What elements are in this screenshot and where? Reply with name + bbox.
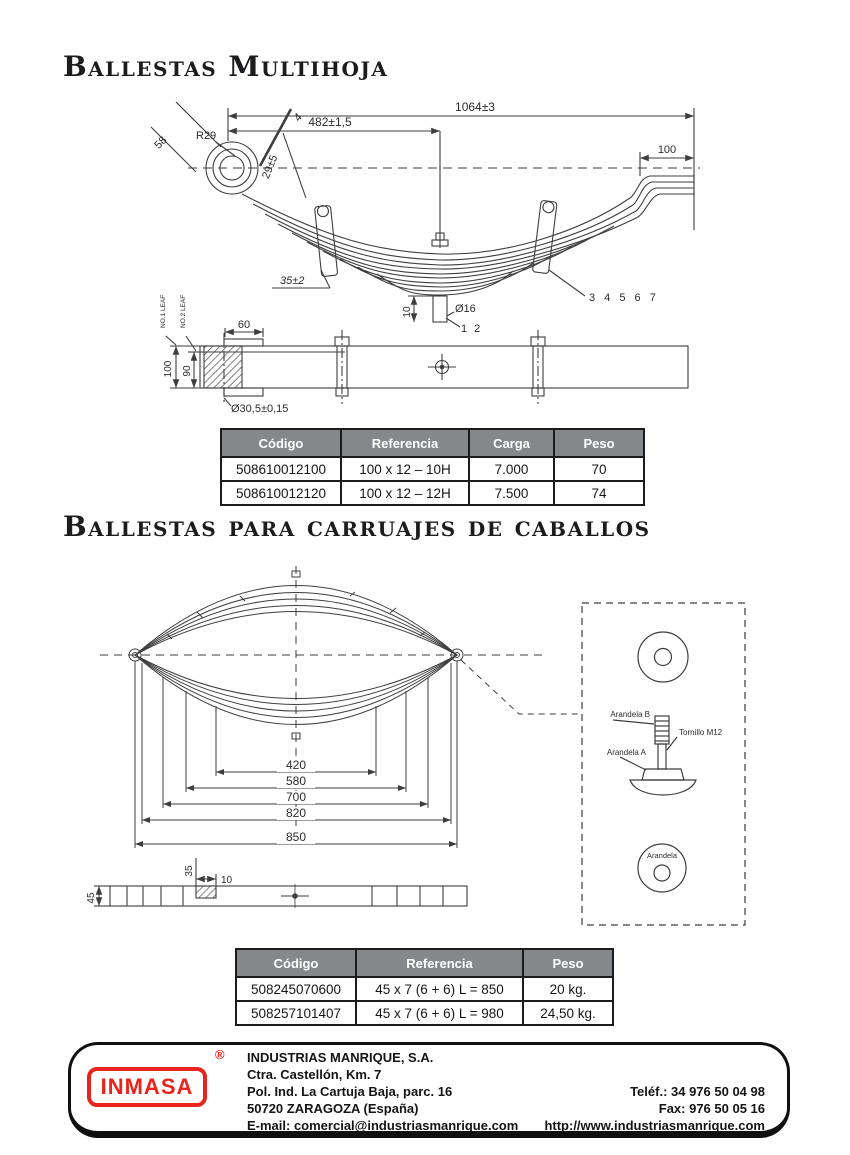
col-header: Código <box>235 948 357 978</box>
section1-title: Ballestas Multihoja <box>63 50 389 83</box>
cell: 508245070600 <box>235 976 357 1002</box>
dim-10: 10 <box>221 875 233 886</box>
label-washer-b: Arandela B <box>610 710 650 719</box>
side-view-leaf-spring <box>150 101 700 328</box>
footer: INMASA ® INDUSTRIAS MANRIQUE, S.A. Ctra.… <box>68 1042 790 1138</box>
dimension-labels: 420 580 700 820 850 Arandela B Tornillo … <box>86 710 723 904</box>
dim-h90: 90 <box>182 365 193 377</box>
plan-clamp-bolt <box>530 330 546 404</box>
dim-clamp-35: 35±2 <box>280 275 304 287</box>
company-name: INDUSTRIAS MANRIQUE, S.A. <box>247 1050 434 1065</box>
cell: 508610012100 <box>220 456 342 482</box>
cell: 7.000 <box>468 456 555 482</box>
col-header: Carga <box>468 428 555 458</box>
cell: 7.500 <box>468 480 555 506</box>
dim-60: 60 <box>238 319 250 331</box>
carriage-spring-drawing: 420 580 700 820 850 Arandela B Tornillo … <box>86 566 746 926</box>
dim-half: 482±1,5 <box>308 115 352 129</box>
table-row: 508610012120 100 x 12 – 12H 7.500 74 <box>220 480 645 506</box>
dim-dia16: Ø16 <box>455 303 476 315</box>
dim-h100: 100 <box>163 360 174 377</box>
dim-dia305: Ø30,5±0,15 <box>231 403 288 415</box>
dim-29: 29±5 <box>260 153 280 180</box>
dim-58: 58 <box>152 134 169 151</box>
dim-580: 580 <box>286 774 306 788</box>
dim-r29: R29 <box>196 130 216 142</box>
dimension-labels: 1064±3 482±1,5 R29 58 4 29±5 100 35±2 3 … <box>152 100 676 415</box>
plan-clamp-bolt <box>334 330 350 404</box>
table-row: 508610012100 100 x 12 – 10H 7.000 70 <box>220 456 645 482</box>
cell: 45 x 7 (6 + 6) L = 850 <box>355 976 524 1002</box>
cell: 70 <box>553 456 645 482</box>
fastener-detail-box <box>581 602 746 926</box>
label-washer-a: Arandela A <box>607 748 647 757</box>
dim-700: 700 <box>286 790 306 804</box>
inmasa-logo: INMASA <box>87 1067 207 1107</box>
col-header: Peso <box>553 428 645 458</box>
dim-10: 10 <box>402 306 413 318</box>
cell: 24,50 kg. <box>522 1000 614 1026</box>
registered-trademark-icon: ® <box>215 1047 225 1062</box>
label-leaf2: NO.2 LEAF <box>180 295 187 328</box>
leaf-numbers-12: 1 2 <box>461 323 482 335</box>
spec-table-multihoja: Código Referencia Carga Peso 50861001210… <box>220 428 645 506</box>
col-header: Peso <box>522 948 614 978</box>
col-header: Código <box>220 428 342 458</box>
table-row: 508245070600 45 x 7 (6 + 6) L = 850 20 k… <box>235 976 614 1002</box>
address-line: 50720 ZARAGOZA (España) <box>247 1101 419 1116</box>
section2-title: Ballestas para carruajes de caballos <box>63 510 651 543</box>
left-clamp <box>314 205 338 277</box>
cell: 20 kg. <box>522 976 614 1002</box>
dim-35: 35 <box>184 865 195 877</box>
right-clamp <box>532 200 558 274</box>
table-row: 508257101407 45 x 7 (6 + 6) L = 980 24,5… <box>235 1000 614 1026</box>
dim-4: 4 <box>292 112 305 124</box>
plan-view-leaf-spring <box>165 328 689 407</box>
dim-850: 850 <box>286 830 306 844</box>
cell: 74 <box>553 480 645 506</box>
multihoja-spring-drawing: 1064±3 482±1,5 R29 58 4 29±5 100 35±2 3 … <box>150 100 700 415</box>
dim-end-100: 100 <box>658 144 676 156</box>
dim-45: 45 <box>86 892 97 904</box>
label-washer: Arandela <box>647 851 678 860</box>
email-line: E-mail: comercial@industriasmanrique.com <box>247 1118 519 1133</box>
fax-line: Fax: 976 50 05 16 <box>658 1101 765 1116</box>
website-line: http://www.industriasmanrique.com <box>544 1118 765 1133</box>
cell: 508257101407 <box>235 1000 357 1026</box>
dim-820: 820 <box>286 806 306 820</box>
leaf-numbers: 3 4 5 6 7 <box>589 292 659 304</box>
dim-420: 420 <box>286 758 306 772</box>
phone-line: Teléf.: 34 976 50 04 98 <box>630 1084 765 1099</box>
carriage-spring-side-view <box>94 858 468 908</box>
carriage-bolt <box>629 715 697 796</box>
col-header: Referencia <box>340 428 470 458</box>
label-bolt-m12: Tornillo M12 <box>679 728 723 737</box>
spec-table-carriage: Código Referencia Peso 508245070600 45 x… <box>235 948 614 1026</box>
elliptic-spring-top-view <box>100 566 581 848</box>
cell: 508610012120 <box>220 480 342 506</box>
col-header: Referencia <box>355 948 524 978</box>
company-contact: Teléf.: 34 976 50 04 98 Fax: 976 50 05 1… <box>544 1083 765 1134</box>
inmasa-logo-text: INMASA <box>100 1074 194 1099</box>
cell: 100 x 12 – 10H <box>340 456 470 482</box>
dim-overall: 1064±3 <box>455 100 495 114</box>
company-address: INDUSTRIAS MANRIQUE, S.A. Ctra. Castelló… <box>247 1049 518 1134</box>
cell: 45 x 7 (6 + 6) L = 980 <box>355 1000 524 1026</box>
label-leaf1: NO.1 LEAF <box>160 295 167 328</box>
cell: 100 x 12 – 12H <box>340 480 470 506</box>
address-line: Pol. Ind. La Cartuja Baja, parc. 16 <box>247 1084 453 1099</box>
address-line: Ctra. Castellón, Km. 7 <box>247 1067 382 1082</box>
